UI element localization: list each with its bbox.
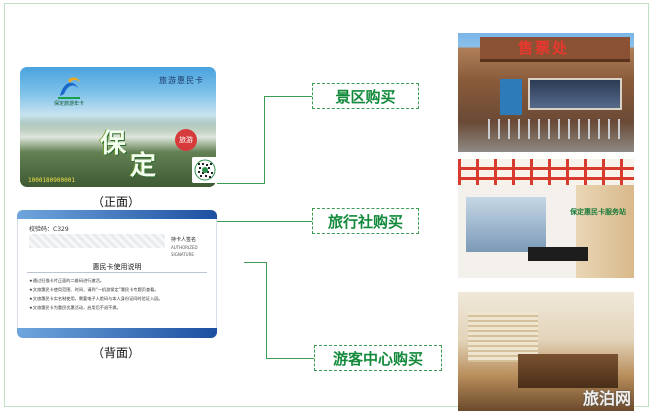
wood-wall (576, 185, 634, 278)
photo-ticket-booth: 售票处 (458, 33, 634, 152)
watermark: 旅泊网 (582, 389, 631, 408)
office-window (466, 197, 546, 252)
usage-divider (27, 272, 207, 273)
usage-rules: 通过扫描卡片正面的二维码进行激活。 文旅惠民卡使用范围、时间，请到“一机游保定”… (29, 276, 163, 312)
booth-windows (528, 78, 622, 110)
connector-center-a (244, 262, 267, 263)
card-header-title: 旅游惠民卡 (159, 76, 204, 85)
signature-strip (29, 234, 165, 248)
ceiling-beam (458, 167, 634, 170)
tag-agency-purchase: 旅行社购买 (312, 208, 419, 234)
photo-travel-agency: 保定惠民卡服务站 (458, 159, 634, 278)
card-char-1: 保 (100, 129, 127, 159)
ceiling-beam (458, 177, 634, 180)
connector-scenic-c (264, 96, 312, 97)
card-char-2: 定 (130, 151, 157, 181)
usage-rule: 文旅惠民卡使用范围、时间，请到“一机游保定”惠民卡专题页查看。 (29, 285, 163, 294)
service-counter (518, 354, 618, 388)
office-ceiling (458, 159, 634, 185)
ticket-office-sign: 售票处 (518, 39, 570, 57)
qr-code-icon (192, 157, 216, 183)
booth-rail (488, 119, 628, 139)
tag-visitor-center-purchase: 游客中心购买 (314, 345, 442, 371)
window-blinds (468, 312, 538, 362)
connector-agency (217, 221, 312, 222)
connector-scenic-a (217, 183, 265, 184)
agency-sign: 保定惠民卡服务站 (570, 207, 626, 216)
card-front: 保定旅游年卡 旅游惠民卡 保 定 旅游 1000180900001 (20, 67, 216, 187)
tourism-logo-icon (58, 77, 80, 99)
usage-rule: 通过扫描卡片正面的二维码进行激活。 (29, 276, 163, 285)
card-seal: 旅游 (175, 129, 197, 151)
usage-title: 惠民卡使用说明 (92, 263, 142, 271)
logo-caption: 保定旅游年卡 (53, 101, 84, 107)
connector-center-b (266, 262, 267, 359)
usage-rule: 文旅惠民卡为惠民优惠活动，启用后不退不换。 (29, 303, 163, 312)
signature-label-cn: 持卡人签名 (171, 237, 197, 243)
booth-board (500, 79, 522, 115)
booth-roof (480, 37, 630, 62)
usage-rule: 文旅惠民卡实名制使用，需要电子人脸码与本人身份证同时验证入园。 (29, 294, 163, 303)
connector-scenic-b (264, 96, 265, 184)
card-number: 1000180900001 (28, 177, 75, 184)
card-back-band-top (17, 210, 217, 219)
signature-label-en-1: AUTHORIZED (171, 245, 198, 250)
photo-visitor-center: 旅泊网 (458, 292, 634, 411)
back-label: （背面） (92, 346, 141, 360)
outer-frame (4, 3, 649, 407)
signature-label: 持卡人签名 AUTHORIZED SIGNATURE (171, 237, 198, 258)
check-code: 校验码：C329 (29, 226, 69, 233)
connector-center-c (266, 358, 314, 359)
tag-scenic-purchase: 景区购买 (312, 83, 419, 109)
signature-label-en-2: SIGNATURE (171, 252, 194, 257)
front-label: （正面） (92, 195, 141, 209)
office-desk (528, 247, 588, 261)
card-back: 校验码：C329 持卡人签名 AUTHORIZED SIGNATURE 惠民卡使… (17, 210, 217, 338)
card-back-band-bottom (17, 328, 217, 338)
